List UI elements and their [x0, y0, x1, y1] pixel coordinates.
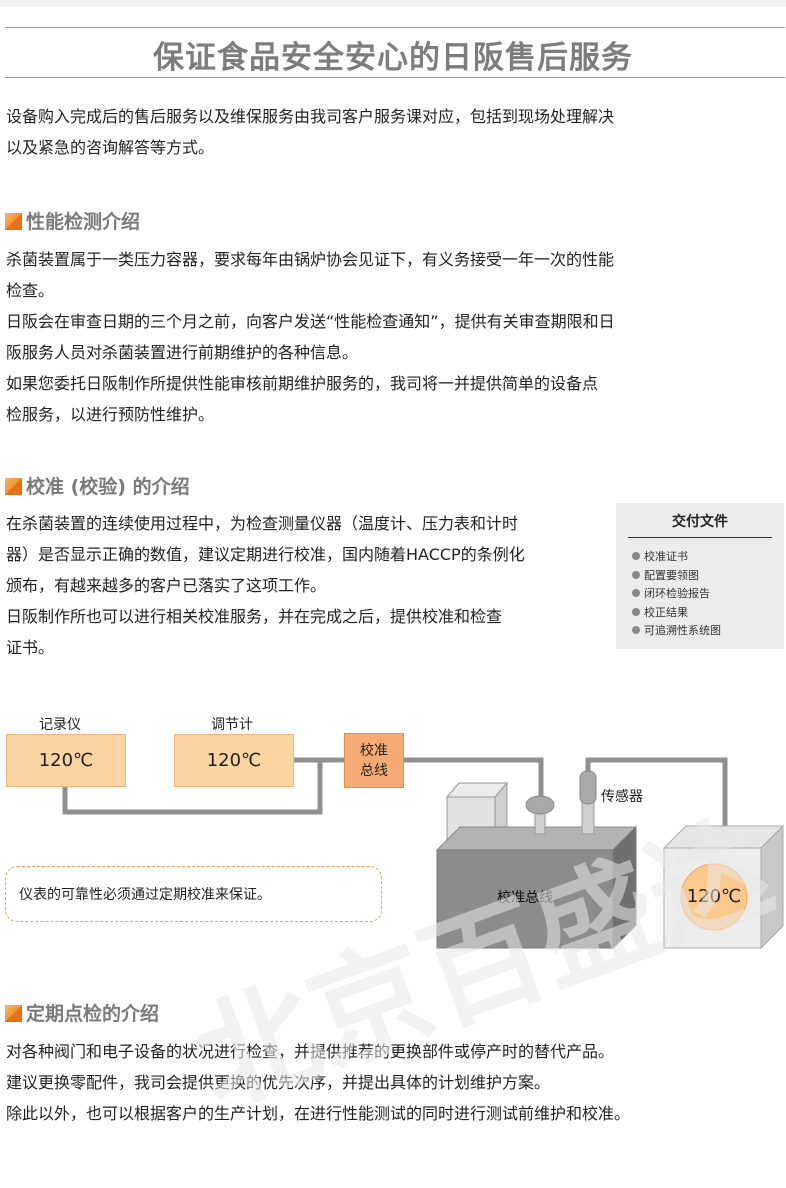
sensor-cube-side — [760, 824, 784, 950]
text-line: 证书。 — [6, 638, 55, 657]
section-heading-calibration: 校准 (校验) 的介绍 — [5, 472, 190, 499]
text-line: 除此以外，也可以根据客户的生产计划，在进行性能测试的同时进行测试前维护和校准。 — [6, 1104, 631, 1123]
top-bar — [0, 0, 786, 7]
title-rule-bottom — [5, 77, 785, 78]
bullet-icon — [632, 626, 640, 634]
machine-label: 校准总线 — [497, 890, 553, 906]
section-heading-inspection: 定期点检的介绍 — [5, 999, 159, 1026]
sensor-probe-icon — [579, 770, 597, 805]
text-line: 阪服务人员对杀菌装置进行前期维护的各种信息。 — [6, 343, 359, 362]
valve-icon — [525, 795, 555, 815]
heading-marker-icon — [5, 1005, 22, 1022]
docs-item-label: 校正结果 — [644, 605, 688, 619]
heading-text: 定期点检的介绍 — [26, 1003, 160, 1025]
title-rule-top — [5, 27, 785, 28]
controller-display: 120℃ — [174, 734, 294, 787]
calibration-bus-box: 校准总线 — [344, 733, 404, 788]
intro-line: 设备购入完成后的售后服务以及维保服务由我司客户服务课对应，包括到现场处理解决 — [6, 107, 615, 126]
machine-front — [436, 849, 614, 949]
docs-item: 配置要领图 — [632, 567, 784, 586]
intro-text: 设备购入完成后的售后服务以及维保服务由我司客户服务课对应，包括到现场处理解决 以… — [6, 101, 614, 163]
sensor-reading-value: 120℃ — [686, 886, 742, 907]
sensor-stem — [581, 799, 595, 835]
heading-text: 校准 (校验) 的介绍 — [26, 476, 190, 498]
text-line: 检服务，以进行预防性维护。 — [6, 405, 215, 424]
inspection-text: 对各种阀门和电子设备的状况进行检查，并提供推荐的更换部件或停产时的替代产品。 建… — [6, 1036, 630, 1129]
bus-box-line: 校准 — [360, 742, 388, 759]
heading-text: 性能检测介绍 — [26, 211, 141, 233]
text-line: 对各种阀门和电子设备的状况进行检查，并提供推荐的更换部件或停产时的替代产品。 — [6, 1042, 615, 1061]
intro-line: 以及紧急的咨询解答等方式。 — [6, 138, 215, 157]
delivery-documents-box: 交付文件 校准证书 配置要领图 闭环检验报告 校正结果 可追溯性系统图 — [616, 503, 784, 649]
sensor-reading-circle — [680, 863, 748, 931]
text-line: 杀菌装置属于一类压力容器，要求每年由锅炉协会见证下，有义务接受一年一次的性能 — [6, 250, 615, 269]
docs-item: 可追溯性系统图 — [632, 622, 784, 641]
docs-title: 交付文件 — [672, 514, 728, 530]
text-line: 建议更换零配件，我司会提供更换的优先次序，并提出具体的计划维护方案。 — [6, 1073, 551, 1092]
docs-item-label: 校准证书 — [644, 550, 688, 563]
text-line: 在杀菌装置的连续使用过程中，为检查测量仪器（温度计、压力表和计时 — [6, 514, 519, 533]
calibration-text: 在杀菌装置的连续使用过程中，为检查测量仪器（温度计、压力表和计时 器）是否显示正… — [6, 508, 606, 663]
reliability-note: 仪表的可靠性必须通过定期校准来保证。 — [5, 866, 382, 922]
bullet-icon — [632, 589, 640, 597]
connector-line-sensor — [585, 757, 728, 826]
docs-divider — [628, 537, 772, 538]
section-heading-performance: 性能检测介绍 — [5, 207, 140, 234]
heading-marker-icon — [5, 213, 22, 230]
bullet-icon — [632, 570, 640, 579]
docs-item: 校准证书 — [632, 548, 784, 567]
docs-item-label: 配置要领图 — [644, 568, 699, 582]
text-line: 日阪会在审查日期的三个月之前，向客户发送“性能检查通知”，提供有关审查期限和日 — [6, 312, 615, 331]
bullet-icon — [632, 607, 640, 616]
docs-item: 闭环检验报告 — [632, 585, 784, 604]
text-line: 检查。 — [6, 281, 55, 300]
text-line: 日阪制作所也可以进行相关校准服务，并在完成之后，提供校准和检查 — [6, 607, 503, 626]
recorder-label: 记录仪 — [39, 717, 81, 733]
controller-label: 调节计 — [211, 717, 253, 733]
performance-text: 杀菌装置属于一类压力容器，要求每年由锅炉协会见证下，有义务接受一年一次的性能 检… — [6, 244, 615, 430]
heading-marker-icon — [5, 478, 22, 495]
docs-item-label: 闭环检验报告 — [644, 587, 710, 600]
text-line: 器）是否显示正确的数值，建议定期进行校准，国内随着HACCP的条例化 — [6, 545, 525, 564]
text-line: 颁布，有越来越多的客户已落实了这项工作。 — [6, 576, 327, 595]
docs-item-label: 可追溯性系统图 — [644, 624, 721, 637]
docs-item: 校正结果 — [632, 604, 784, 623]
page-title: 保证食品安全安心的日阪售后服务 — [153, 40, 633, 76]
bus-box-line: 总线 — [360, 762, 388, 779]
recorder-display: 120℃ — [6, 734, 126, 787]
valve-stem — [534, 811, 546, 835]
note-text: 仪表的可靠性必须通过定期校准来保证。 — [19, 887, 271, 903]
connector-line-bus — [402, 757, 544, 797]
text-line: 如果您委托日阪制作所提供性能审核前期维护服务的，我司将一并提供简单的设备点 — [6, 374, 599, 393]
bullet-icon — [632, 552, 640, 560]
sensor-label: 传感器 — [601, 789, 643, 805]
